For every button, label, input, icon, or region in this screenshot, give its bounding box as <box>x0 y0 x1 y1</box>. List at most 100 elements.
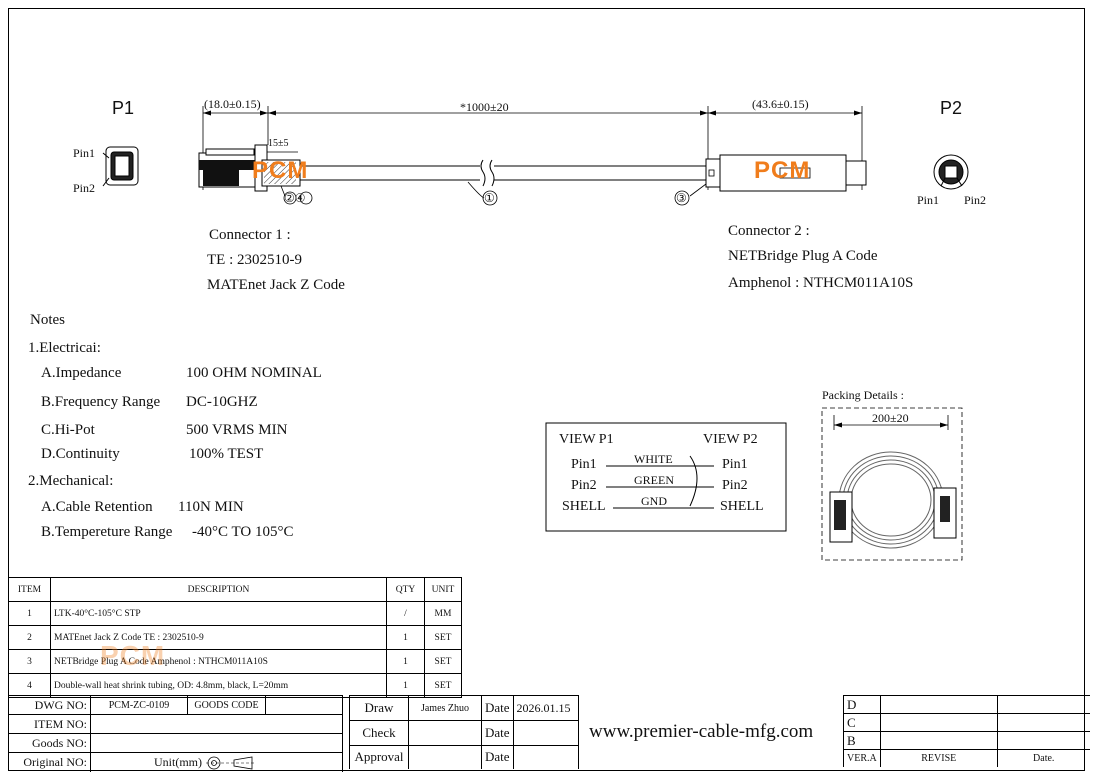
company-website: www.premier-cable-mfg.com <box>589 721 814 742</box>
draw-date: 2026.01.15 <box>512 695 579 721</box>
spec-label: B.Tempereture Range <box>41 524 173 540</box>
draw-label: Draw <box>349 695 409 721</box>
dim-right: (43.6±0.15) <box>752 97 809 111</box>
wiring-right: Pin1 <box>722 457 748 472</box>
dwg-value: PCM-ZC-0109 <box>90 695 188 715</box>
connector1-line1: TE : 2302510-9 <box>207 252 302 268</box>
dim-total: *1000±20 <box>460 100 509 114</box>
check-label: Check <box>349 720 409 746</box>
wiring-right: Pin2 <box>722 478 748 493</box>
wire-label: GND <box>641 494 667 508</box>
bom-item: 3 <box>8 649 51 674</box>
packing-dimension: 200±20 <box>872 411 909 425</box>
bom-unit: SET <box>424 673 462 698</box>
approval-label: Approval <box>349 745 409 769</box>
view-p2-label: VIEW P2 <box>703 432 758 447</box>
connector1-title: Connector 1 : <box>209 227 291 243</box>
wire-label: GREEN <box>634 473 674 487</box>
balloon-3: ③ <box>676 191 687 205</box>
bom-row: 2 MATEnet Jack Z Code TE : 2302510-9 1 S… <box>8 625 462 650</box>
dim-left: (18.0±0.15) <box>204 97 261 111</box>
p2-pin2-label: Pin2 <box>964 193 987 207</box>
date-label: Date <box>481 695 514 721</box>
bom-unit: SET <box>424 649 462 674</box>
projection-symbol-icon <box>206 756 256 770</box>
dwg-label: DWG NO: <box>8 695 91 715</box>
date-label: Date <box>481 745 514 769</box>
bom-header: QTY <box>386 577 425 602</box>
bom-table: ITEM DESCRIPTION QTY UNIT 1 LTK-40°C-105… <box>8 577 462 698</box>
goods-label: Goods NO: <box>8 733 91 753</box>
bom-qty: 1 <box>386 673 425 698</box>
title-block-approvals: Draw James Zhuo Date 2026.01.15 Check Da… <box>349 695 579 769</box>
spec-value: 110N MIN <box>178 499 244 515</box>
rev-letter: B <box>843 731 881 750</box>
bom-header-row: ITEM DESCRIPTION QTY UNIT <box>8 577 462 602</box>
bom-row: 4 Double-wall heat shrink tubing, OD: 4.… <box>8 673 462 698</box>
spec-value: DC-10GHZ <box>186 394 258 410</box>
pcm-watermark-1: PCM <box>252 157 309 184</box>
goods-code-label: GOODS CODE <box>187 695 266 715</box>
connector1-line2: MATEnet Jack Z Code <box>207 277 345 293</box>
notes-heading: Notes <box>30 312 65 328</box>
bom-item: 4 <box>8 673 51 698</box>
drawing-frame <box>8 8 1085 771</box>
spec-label: A.Cable Retention <box>41 499 153 515</box>
bom-description: LTK-40°C-105°C STP <box>50 601 387 626</box>
balloon-2-4: ②④ <box>284 191 306 205</box>
unit-label: Unit(mm) <box>154 755 202 770</box>
pcm-watermark-2: PCM <box>754 157 811 184</box>
mechanical-heading: 2.Mechanical: <box>28 473 114 489</box>
wiring-right: SHELL <box>720 499 764 514</box>
bom-qty: 1 <box>386 649 425 674</box>
packing-title: Packing Details : <box>822 388 904 402</box>
spec-value: -40°C TO 105°C <box>192 524 294 540</box>
bom-row: 3 NETBridge Plug A Code Amphenol : NTHCM… <box>8 649 462 674</box>
item-label: ITEM NO: <box>8 714 91 734</box>
wiring-left: Pin2 <box>571 478 597 493</box>
draw-name: James Zhuo <box>408 695 482 721</box>
wiring-left: Pin1 <box>571 457 597 472</box>
original-label: Original NO: <box>8 752 91 772</box>
bom-qty: 1 <box>386 625 425 650</box>
connector2-title: Connector 2 : <box>728 223 810 239</box>
bom-row: 1 LTK-40°C-105°C STP / MM <box>8 601 462 626</box>
bom-header: UNIT <box>424 577 462 602</box>
vera-label: VER.A <box>843 749 881 767</box>
dim-small: 15±5 <box>268 138 289 149</box>
revision-block: D C B VER.A REVISE Date. <box>843 695 1090 767</box>
connector2-line2: Amphenol : NTHCM011A10S <box>728 275 914 291</box>
spec-value: 100% TEST <box>189 446 264 462</box>
rev-letter: C <box>843 713 881 732</box>
bom-description: Double-wall heat shrink tubing, OD: 4.8m… <box>50 673 387 698</box>
bom-header: ITEM <box>8 577 51 602</box>
bom-unit: SET <box>424 625 462 650</box>
connector2-line1: NETBridge Plug A Code <box>728 248 878 264</box>
spec-value: 500 VRMS MIN <box>186 422 288 438</box>
bom-item: 1 <box>8 601 51 626</box>
bom-item: 2 <box>8 625 51 650</box>
p2-label: P2 <box>940 98 963 118</box>
bom-qty: / <box>386 601 425 626</box>
bom-unit: MM <box>424 601 462 626</box>
date-column-label: Date. <box>996 749 1090 767</box>
title-block-left: DWG NO: PCM-ZC-0109 GOODS CODE ITEM NO: … <box>8 695 343 772</box>
spec-label: A.Impedance <box>41 365 122 381</box>
spec-label: B.Frequency Range <box>41 394 161 410</box>
spec-label: D.Continuity <box>41 446 120 462</box>
electrical-heading: 1.Electricai: <box>28 340 101 356</box>
p2-pin1-label: Pin1 <box>917 193 940 207</box>
spec-value: 100 OHM NOMINAL <box>186 365 322 381</box>
wiring-left: SHELL <box>562 499 606 514</box>
wire-label: WHITE <box>634 452 673 466</box>
revise-label: REVISE <box>879 749 998 767</box>
balloon-1: ① <box>484 191 495 205</box>
p1-pin1-label: Pin1 <box>73 146 96 160</box>
bom-header: DESCRIPTION <box>50 577 387 602</box>
rev-letter: D <box>843 695 881 714</box>
p1-label: P1 <box>112 98 135 118</box>
p1-pin2-label: Pin2 <box>73 181 96 195</box>
spec-label: C.Hi-Pot <box>41 422 95 438</box>
date-label: Date <box>481 720 514 746</box>
